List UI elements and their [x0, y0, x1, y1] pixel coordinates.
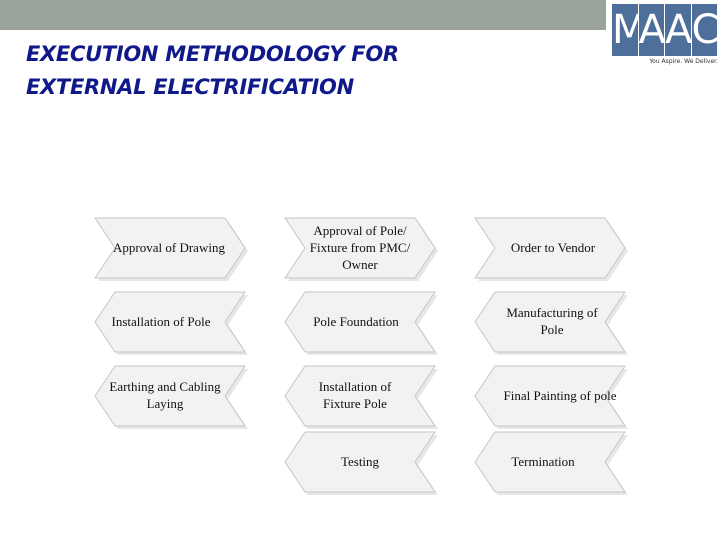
maac-logo: M A A C You Aspire. We Deliver. [612, 4, 720, 68]
step-installation-of-fixture: Installation of Fixture Pole [284, 365, 438, 429]
step-label: Testing [340, 453, 380, 469]
step-label: Manufacturing of Pole [506, 305, 598, 337]
step-manufacturing-of-pole: Manufacturing of Pole [474, 291, 628, 355]
step-label: Approval of Drawing [113, 239, 225, 255]
step-label: Installation of Fixture Pole [318, 379, 392, 411]
logo-tiles: M A A C [612, 4, 719, 56]
step-label: Pole Foundation [313, 313, 399, 329]
page-title: EXECUTION METHODOLOGY FOR EXTERNAL ELECT… [26, 38, 496, 104]
right-chevron-shape [284, 217, 438, 281]
logo-letter: A [665, 4, 692, 56]
step-testing: Testing [284, 431, 438, 495]
step-label: Approval of Pole/ Fixture from PMC/ Owne… [309, 222, 411, 272]
step-label: Final Painting of pole [503, 387, 617, 403]
left-chevron-shape [474, 431, 628, 495]
right-chevron-shape [94, 217, 248, 281]
step-final-painting: Final Painting of pole [474, 365, 628, 429]
left-chevron-shape [284, 431, 438, 495]
step-termination: Termination [474, 431, 628, 495]
left-chevron-shape [474, 291, 628, 355]
step-approval-of-drawing: Approval of Drawing [94, 217, 248, 281]
left-chevron-shape [474, 365, 628, 429]
page-title-line-2: EXTERNAL ELECTRIFICATION [26, 75, 354, 99]
right-chevron-shape [474, 217, 628, 281]
logo-letter: A [638, 4, 666, 56]
top-bar [0, 0, 606, 30]
step-order-to-vendor: Order to Vendor [474, 217, 628, 281]
left-chevron-shape [284, 365, 438, 429]
logo-letter: C [691, 4, 719, 56]
step-label: Order to Vendor [510, 239, 596, 255]
left-chevron-shape [284, 291, 438, 355]
step-label: Earthing and Cabling Laying [109, 379, 221, 411]
page-title-line-1: EXECUTION METHODOLOGY FOR [26, 42, 399, 66]
step-approval-of-pole-fixture: Approval of Pole/ Fixture from PMC/ Owne… [284, 217, 438, 281]
step-installation-of-pole: Installation of Pole [94, 291, 248, 355]
left-chevron-shape [94, 291, 248, 355]
step-earthing-and-cabling: Earthing and Cabling Laying [94, 365, 248, 429]
logo-tagline: You Aspire. We Deliver. [649, 58, 718, 65]
step-label: Termination [511, 453, 575, 469]
step-pole-foundation: Pole Foundation [284, 291, 438, 355]
step-label: Installation of Pole [111, 313, 211, 329]
left-chevron-shape [94, 365, 248, 429]
